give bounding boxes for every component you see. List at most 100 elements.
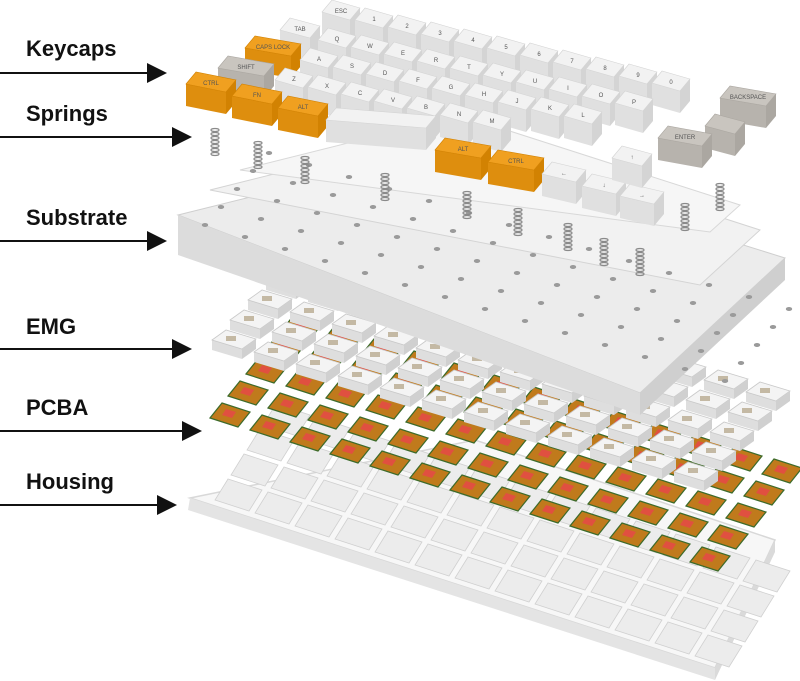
key-alt-right-label: ALT [458,147,469,153]
spring [635,247,645,277]
emg-switch [505,413,551,443]
housing-cell [446,493,495,527]
key-enter: ENTER [657,125,713,168]
substrate-hole [721,379,729,383]
emg-switch [745,381,791,411]
label-substrate: Substrate [26,205,128,230]
substrate-hole [617,325,625,329]
emg-switch [313,333,359,363]
key-letter-label: U [533,79,537,85]
substrate-hole [585,247,593,251]
housing-cell [406,480,455,514]
key-letter-label: I [567,86,569,92]
emg-switch [355,345,401,375]
key-letter-label: T [467,65,471,71]
key-enter-label: ENTER [675,135,696,141]
substrate-hole [553,283,561,287]
emg-switch [685,389,731,419]
key-letter-label: P [632,100,636,106]
substrate-hole [449,229,457,233]
substrate-hole [545,235,553,239]
pcb-module [226,380,270,406]
substrate-hole [529,253,537,257]
key-number-label: 5 [504,45,508,51]
substrate-hole [409,217,417,221]
substrate-hole [473,259,481,263]
key-letter-label: C [358,91,363,97]
key-number-label: 4 [471,38,475,44]
housing-cell [606,545,655,579]
key-letter-label: V [391,98,395,104]
key-letter-label: G [449,85,454,91]
housing-cell [510,544,559,578]
key-number-label: 6 [537,52,541,58]
substrate-hole [601,343,609,347]
key-letter-label: N [457,112,461,118]
housing-cell [414,543,463,577]
pcb-module [568,510,612,536]
housing-cell [670,596,719,630]
substrate-hole [609,277,617,281]
key-letter-label: O [599,93,604,99]
emg-switch [565,405,611,435]
key-number-label: 7 [570,59,574,65]
key-number-label: 9 [636,73,640,79]
housing-cell [550,557,599,591]
housing-cell [590,570,639,604]
emg-switch [421,389,467,419]
housing-cell [526,519,575,553]
pcb-module [564,454,608,480]
emg-switch [253,341,299,371]
key-backspace-label: BACKSPACE [730,95,766,101]
pcb-module [648,534,692,560]
spring [253,140,263,170]
substrate-hole [377,253,385,257]
substrate-hole [433,247,441,251]
substrate-hole [713,331,721,335]
pcb-module [760,458,800,484]
substrate-hole [577,313,585,317]
housing-cell [630,583,679,617]
key-slash [704,113,746,156]
substrate-hole [753,343,761,347]
substrate-hole [697,349,705,353]
emg-switch [649,429,695,459]
housing-cell [254,491,303,525]
key-letter-label: B [424,105,428,111]
pcb-module [706,524,750,550]
key-arrow-down-label: ↓ [603,183,606,189]
spring [210,127,220,157]
spring [380,172,390,202]
key-number-label: 2 [405,24,409,30]
substrate-hole [497,289,505,293]
substrate-hole [505,223,513,227]
substrate-hole [489,241,497,245]
pcb-module [426,440,470,466]
pcb-module [546,476,590,502]
spring [513,207,523,237]
key-esc-label: ESC [335,9,348,15]
substrate-hole [345,175,353,179]
pcb-module [306,404,350,430]
pcb-module [688,546,732,572]
emg-switch [289,301,335,331]
emg-switch [337,365,383,395]
emg-switch [295,353,341,383]
substrate-hole [297,229,305,233]
substrate-hole [625,259,633,263]
pcb-module [742,480,786,506]
substrate-hole [521,319,529,323]
housing-cell [390,505,439,539]
substrate-hole [441,295,449,299]
key-letter-label: K [548,106,552,112]
substrate-hole [673,319,681,323]
pcb-module [724,502,768,528]
substrate-hole [425,199,433,203]
substrate-hole [785,307,793,311]
substrate-hole [329,193,337,197]
substrate-hole [561,331,569,335]
substrate-hole [689,301,697,305]
key-letter: P [614,90,654,133]
key-arrow-left: ← [541,161,587,204]
key-letter-label: Q [335,37,340,43]
